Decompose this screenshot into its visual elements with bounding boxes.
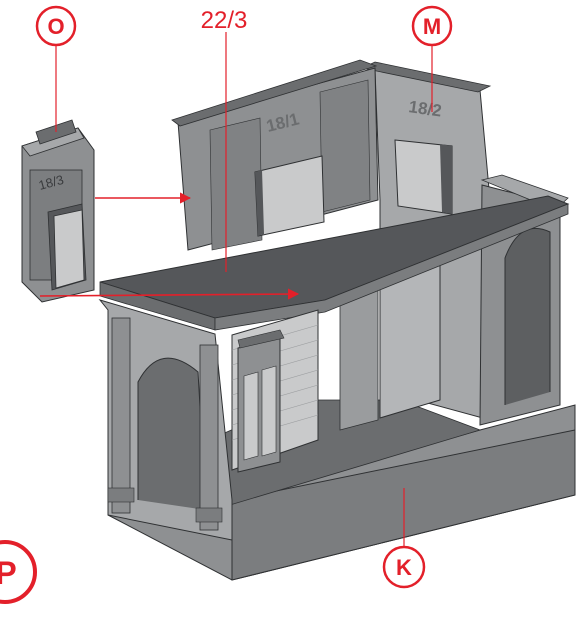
building-model: 18/1 18/2 bbox=[98, 59, 576, 581]
callout-circle-p bbox=[0, 540, 37, 604]
callout-m: M bbox=[411, 5, 453, 47]
callout-p: P bbox=[0, 540, 37, 604]
wall-piece-o: 18/3 bbox=[21, 119, 95, 303]
callout-letter-m: M bbox=[423, 14, 441, 39]
callout-letter-o: O bbox=[47, 14, 64, 39]
callout-o: O bbox=[35, 5, 77, 47]
callout-k: K bbox=[382, 545, 426, 589]
arrow-to-floor-slab bbox=[39, 288, 300, 300]
callout-letter-k: K bbox=[396, 555, 412, 580]
callout-letter-p: P bbox=[0, 555, 17, 591]
callout-circle-o bbox=[35, 5, 77, 47]
part-number-18-2: 18/2 bbox=[407, 97, 442, 120]
assembly-arrows bbox=[39, 192, 300, 300]
callout-circle-m bbox=[411, 5, 453, 47]
callout-circle-k bbox=[382, 545, 426, 589]
part-number-18-3: 18/3 bbox=[37, 172, 65, 193]
part-number-22-3: 22/3 bbox=[201, 7, 248, 34]
leader-lines bbox=[55, 32, 433, 546]
upper-window-left bbox=[254, 155, 325, 237]
